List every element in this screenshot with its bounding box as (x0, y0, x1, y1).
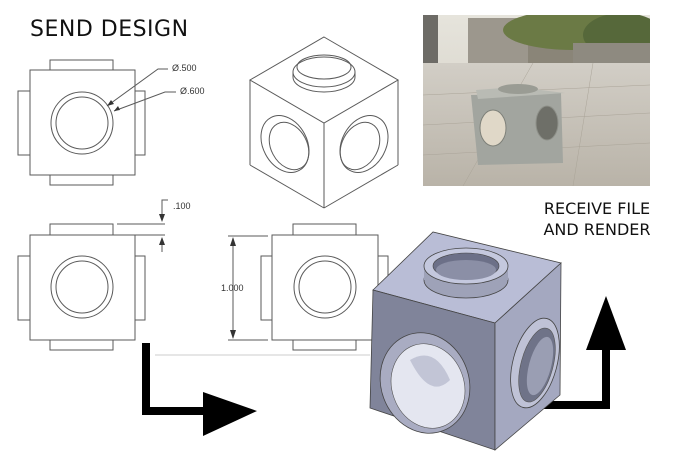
receive-render-title: RECEIVE FILE AND RENDER (522, 198, 672, 240)
dimension-outer-diameter: Ø.600 (180, 86, 205, 96)
isometric-drawing (249, 36, 399, 209)
flow-arrow-send (142, 343, 257, 436)
street-scene-image (423, 15, 650, 186)
front-view-drawing (17, 199, 168, 351)
receive-title-line1: RECEIVE FILE (543, 199, 651, 218)
photo-render (423, 15, 650, 186)
dimension-cube-height: 1.000 (221, 283, 244, 293)
shaded-3d-model (369, 231, 562, 451)
flow-arrow-receive (537, 296, 626, 409)
side-view-drawing (228, 223, 389, 351)
top-view-drawing (17, 59, 176, 186)
receive-title-line2: AND RENDER (543, 220, 651, 239)
dimension-inner-diameter: Ø.500 (172, 63, 197, 73)
dimension-boss-height: .100 (173, 201, 191, 211)
send-design-title: SEND DESIGN (30, 17, 189, 42)
